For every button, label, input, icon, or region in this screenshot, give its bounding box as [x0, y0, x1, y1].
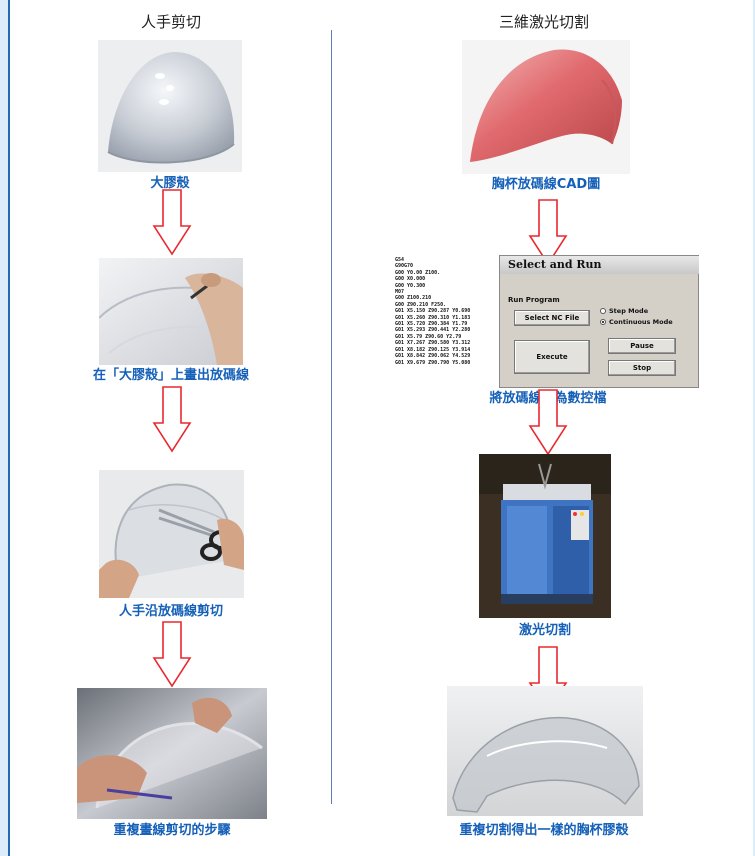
step-mode-radio: Step Mode	[600, 307, 648, 315]
nc-program-screenshot: G54 G90G70 G00 Y0.00 Z100. G00 X0.000 G0…	[393, 255, 699, 388]
column-divider	[331, 30, 332, 804]
stop-button: Stop	[608, 360, 676, 376]
plastic-cup-shell-photo	[98, 40, 242, 172]
left-column-title: 人手剪切	[71, 13, 271, 31]
dialog-title: Select and Run	[500, 256, 699, 274]
run-program-group-label: Run Program	[508, 296, 560, 304]
radio-unselected-icon	[600, 308, 606, 314]
scissors-cutting-shell-photo	[99, 470, 244, 598]
laser-cutting-machine-photo	[479, 454, 611, 618]
drawing-lines-on-shell-photo	[99, 258, 243, 365]
step-label-right-4: 重複切割得出一樣的胸杯膠殼	[424, 823, 664, 839]
repeat-drawing-photo	[77, 688, 267, 819]
finished-cup-shell-photo	[447, 686, 643, 816]
select-and-run-dialog: Select and Run Run Program Select NC Fil…	[499, 255, 699, 388]
right-column-title: 三維激光切割	[444, 13, 644, 31]
step-label-left-4: 重複畫線剪切的步驟	[82, 823, 262, 839]
flow-arrow-down-icon	[528, 388, 568, 456]
flow-arrow-down-icon	[152, 620, 192, 688]
radio-label: Continuous Mode	[609, 318, 673, 326]
step-label-left-2: 在「大膠殼」上畫出放碼線	[40, 368, 302, 384]
code-line: G01 X9.679 Z90.790 Y5.080	[395, 360, 499, 366]
radio-label: Step Mode	[609, 307, 648, 315]
select-nc-file-button: Select NC File	[514, 310, 590, 326]
flow-arrow-down-icon	[152, 385, 192, 453]
flow-arrow-down-icon	[152, 188, 192, 256]
pause-button: Pause	[608, 338, 676, 354]
continuous-mode-radio: Continuous Mode	[600, 318, 673, 326]
step-label-right-1: 胸杯放碼線CAD圖	[464, 177, 628, 193]
nc-code-listing: G54 G90G70 G00 Y0.00 Z100. G00 X0.000 G0…	[393, 255, 499, 388]
cad-3d-model-render	[462, 40, 630, 174]
execute-button: Execute	[514, 340, 590, 374]
radio-selected-icon	[600, 319, 606, 325]
step-label-right-3: 激光切割	[480, 623, 610, 639]
step-label-left-3: 人手沿放碼線剪切	[95, 604, 247, 620]
